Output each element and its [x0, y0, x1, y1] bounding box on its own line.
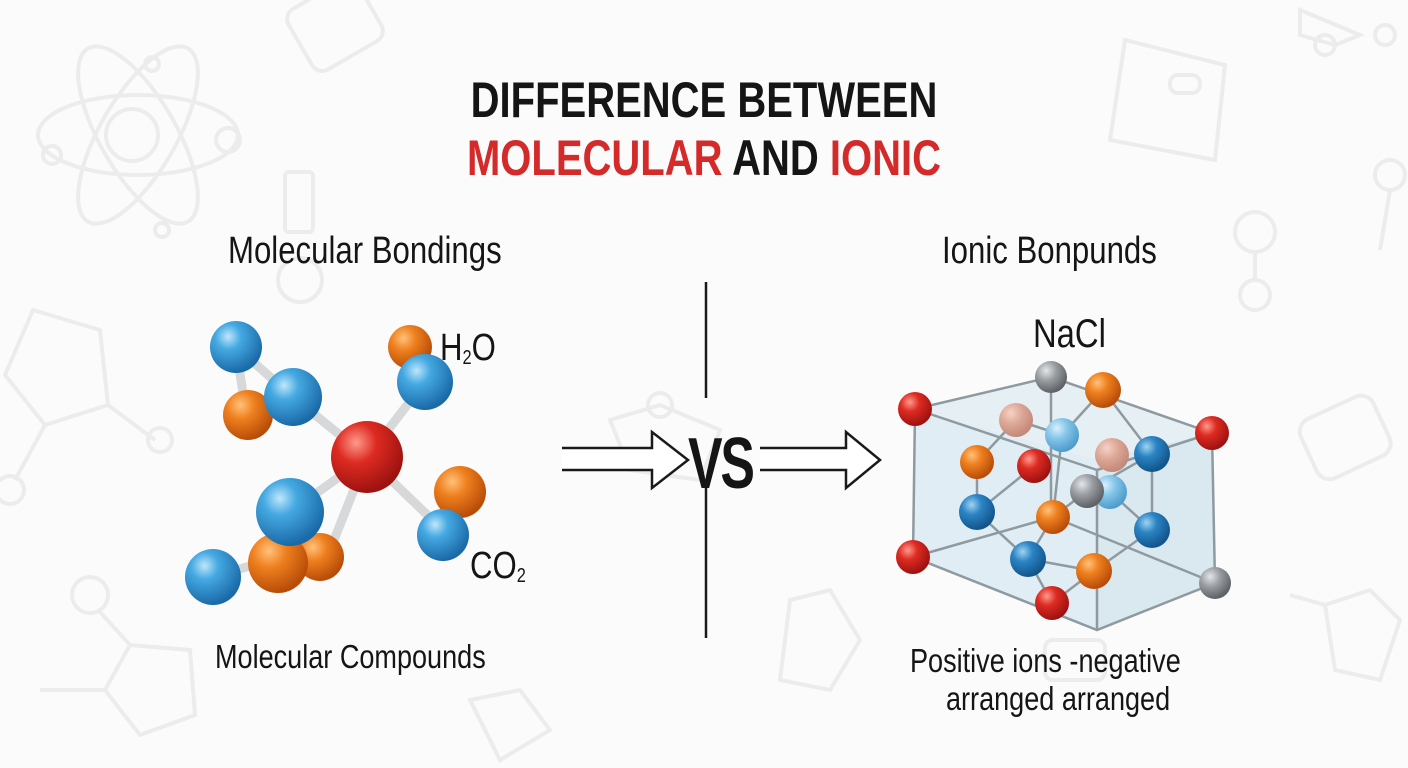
right-double-arrow-icon	[760, 429, 882, 491]
ion-red	[1017, 449, 1051, 483]
ion-blue	[959, 494, 995, 530]
atom-doodle-icon	[36, 44, 242, 239]
co2-label: CO2	[470, 545, 526, 587]
atom-blue	[264, 368, 322, 426]
ion-blue	[1010, 541, 1046, 577]
atom-blue	[210, 321, 262, 373]
ion-gray	[1035, 361, 1067, 393]
atom-blue	[397, 354, 453, 410]
atom-blue	[256, 478, 324, 546]
molecular-heading: Molecular Bondings	[228, 230, 502, 272]
atom-orange	[248, 533, 308, 593]
nacl-crystal-lattice	[896, 361, 1231, 632]
ion-gray	[1199, 567, 1231, 599]
vs-label: VS	[688, 424, 755, 504]
title-line-2: MOLECULAR AND IONIC	[141, 130, 1267, 186]
atom-orange	[223, 390, 273, 440]
ion-red	[1195, 416, 1229, 450]
atom-orange	[434, 466, 486, 518]
ion-lightblue	[1045, 418, 1079, 452]
ionic-heading: Ionic Bonpunds	[942, 230, 1157, 272]
ion-pink	[1095, 438, 1129, 472]
ion-orange	[1076, 553, 1112, 589]
ionic-caption-line-1: Positive ions -negative	[910, 642, 1181, 679]
ion-orange	[1085, 372, 1121, 408]
ion-red	[896, 540, 930, 574]
atom-blue	[185, 549, 241, 605]
atom-blue	[417, 509, 469, 561]
nacl-formula: NaCl	[1033, 312, 1106, 356]
molecule-model	[185, 321, 486, 605]
ion-red	[898, 392, 932, 426]
ion-blue	[1134, 436, 1170, 472]
ion-blue	[1134, 512, 1170, 548]
atom-red-center	[331, 421, 403, 493]
ion-red	[1035, 586, 1069, 620]
title-ionic-word: IONIC	[829, 130, 942, 186]
atom-orange	[296, 533, 344, 581]
h2o-label: H2O	[440, 327, 496, 369]
ion-pink	[999, 403, 1033, 437]
title-line-1: DIFFERENCE BETWEEN	[470, 72, 938, 128]
ionic-caption-line-2: arranged arranged	[946, 680, 1171, 717]
left-double-arrow-icon	[562, 429, 691, 491]
ion-orange	[1036, 500, 1070, 534]
title-molecular-word: MOLECULAR	[466, 130, 723, 186]
title-and-word: AND	[722, 130, 830, 186]
flask-doodle-icon	[283, 170, 315, 234]
ion-orange	[960, 445, 994, 479]
molecular-caption: Molecular Compounds	[215, 638, 486, 675]
ion-gray	[1070, 474, 1104, 508]
